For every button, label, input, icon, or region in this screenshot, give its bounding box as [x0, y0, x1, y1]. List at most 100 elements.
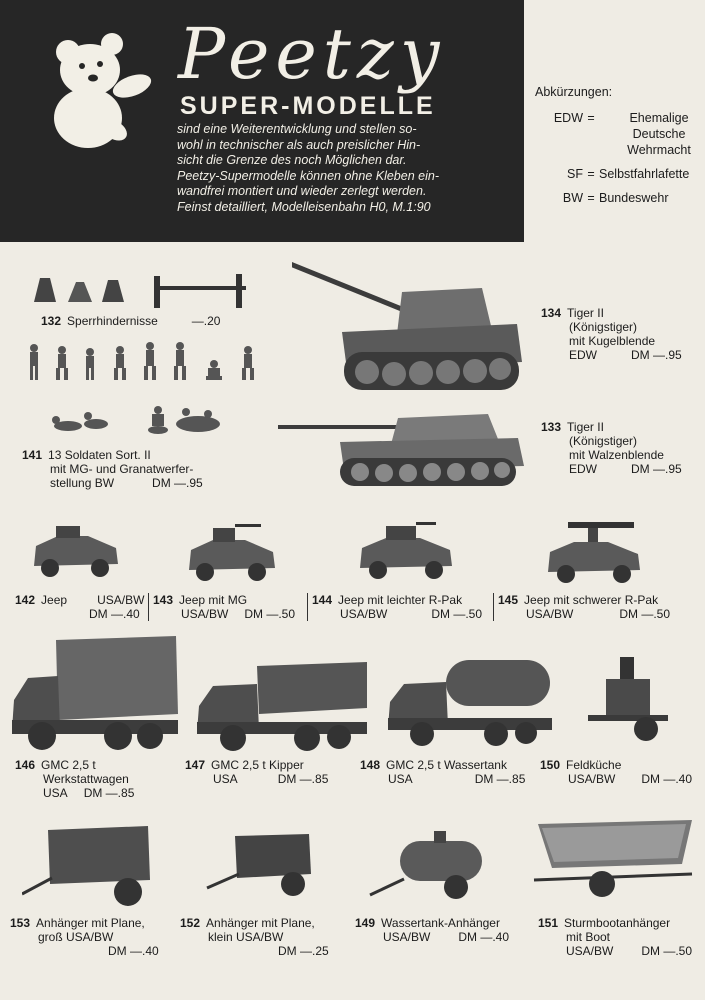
item-line: USA/BW DM —.50 [153, 607, 295, 621]
item-origin: USA/BW [383, 930, 431, 944]
item-number: 142 [15, 593, 36, 607]
item-price: DM —.85 [474, 772, 526, 786]
jeep-mg-illustration [189, 524, 275, 581]
item-name: Jeep mit schwerer R-Pak [524, 593, 659, 607]
item-price: DM —.85 [277, 772, 329, 786]
item-line: 145 Jeep mit schwerer R-Pak [498, 593, 670, 607]
blurb-line: wandfrei montiert und wieder zerlegt wer… [177, 184, 427, 198]
abbr-equals: = [587, 111, 595, 125]
item-line: (Königstiger) [569, 434, 638, 448]
item-price: DM —.95 [631, 348, 682, 362]
item-number: 147 [185, 758, 206, 772]
item-price: DM —.50 [431, 607, 483, 621]
jeep-light-rpak-illustration [360, 522, 452, 579]
item-origin: USA/BW [340, 607, 388, 621]
blurb-line: sind eine Weiterentwicklung und stellen … [177, 122, 417, 136]
trailer-small-tarp-illustration [206, 834, 311, 896]
soldiers-illustration [30, 342, 254, 434]
abbr-value-line: Ehemalige [629, 111, 689, 125]
item-number: 145 [498, 593, 519, 607]
assault-boat-trailer-illustration [533, 820, 693, 897]
item-name: Anhänger mit Plane, [36, 916, 145, 930]
item-price: DM —.95 [631, 462, 682, 476]
blurb-line: wohl in technischer als auch preislicher… [177, 137, 421, 152]
item-line: Werkstattwagen [43, 772, 129, 786]
water-tank-trailer-illustration [369, 831, 482, 899]
item-price: DM —.40 [108, 944, 159, 958]
item-line: (Königstiger) [569, 320, 638, 334]
item-origin: USA/BW [526, 607, 574, 621]
item-name: Jeep mit MG [179, 593, 248, 607]
item-name: Tiger II [567, 420, 604, 434]
item-line: mit Boot [566, 930, 611, 944]
abbr-value: Selbstfahrlafette [599, 167, 690, 181]
item-line: groß USA/BW [38, 930, 114, 944]
item-origin: USA/BW [97, 593, 145, 607]
abbr-value-line: Wehrmacht [627, 143, 691, 157]
item-number: 133 [541, 420, 562, 434]
item-origin: USA [43, 786, 68, 800]
item-line: mit Kugelblende [569, 334, 656, 348]
column-divider [148, 593, 149, 621]
item-name: Feldküche [566, 758, 622, 772]
item-line: EDW DM —.95 [541, 462, 682, 476]
gmc-workshop-truck-illustration [12, 636, 178, 750]
item-line: 147 GMC 2,5 t Kipper [185, 758, 328, 772]
abbr-value-line: Deutsche [632, 127, 686, 141]
jeep-heavy-rpak-illustration [548, 522, 640, 583]
item-147: 147 GMC 2,5 t Kipper USA DM —.85 [185, 758, 328, 786]
item-number: 149 [355, 916, 376, 930]
item-name: Sperrhindernisse [67, 314, 158, 328]
abbreviations-legend: Abkürzungen: EDW = Ehemalige Deutsche We… [535, 84, 705, 210]
item-origin: USA [213, 772, 238, 786]
item-origin: stellung BW [50, 476, 115, 490]
item-price: DM —.50 [244, 607, 296, 621]
item-line: USA DM —.85 [360, 772, 525, 786]
item-line: 133 Tiger II [541, 420, 682, 434]
item-origin: USA [388, 772, 413, 786]
item-origin: EDW [569, 462, 597, 476]
brand-blurb: sind eine Weiterentwicklung und stellen … [177, 122, 517, 215]
column-divider [307, 593, 308, 621]
abbr-sf: SF = Selbstfahrlafette [535, 166, 705, 182]
abbr-key: SF [567, 167, 583, 181]
item-origin: USA/BW [181, 607, 229, 621]
item-name: GMC 2,5 t Kipper [211, 758, 304, 772]
gmc-tipper-truck-illustration [197, 662, 367, 751]
abbr-edw: EDW = Ehemalige Deutsche Wehrmacht [535, 110, 705, 158]
item-number: 146 [15, 758, 36, 772]
item-name: GMC 2,5 t [41, 758, 96, 772]
item-number: 151 [538, 916, 559, 930]
item-price: DM —.25 [278, 944, 329, 958]
item-number: 132 [41, 314, 62, 328]
item-origin: EDW [569, 348, 597, 362]
blurb-line: Peetzy-Supermodelle können ohne Kleben e… [177, 168, 439, 183]
item-name: GMC 2,5 t Wassertank [386, 758, 507, 772]
abbr-key: EDW [553, 111, 583, 125]
item-price: DM —.40 [641, 772, 693, 786]
abbreviations-title: Abkürzungen: [535, 85, 613, 99]
item-number: 141 [22, 448, 43, 462]
item-name: Jeep mit leichter R-Pak [338, 593, 463, 607]
abbr-key: BW [562, 191, 583, 205]
item-line: klein USA/BW [208, 930, 284, 944]
item-number: 134 [541, 306, 562, 320]
